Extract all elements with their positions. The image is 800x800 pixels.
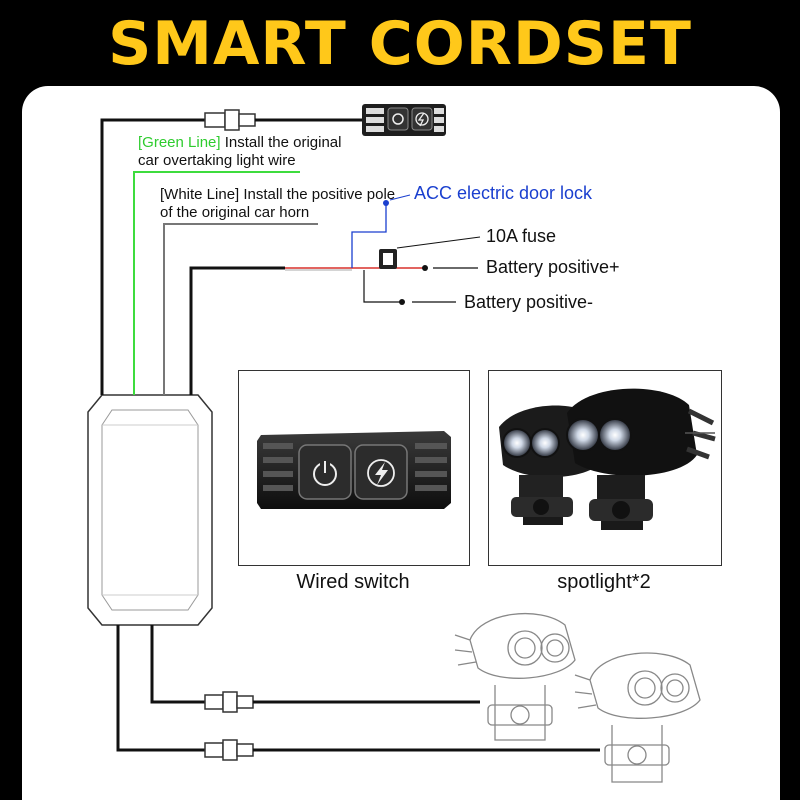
green-line-label: [Green Line] Install the original car ov… xyxy=(138,134,341,170)
power-wire xyxy=(189,266,285,395)
top-connector xyxy=(204,109,256,131)
green-wire xyxy=(133,171,300,395)
mini-switch xyxy=(362,104,446,136)
green-line-text-1: Install the original xyxy=(220,134,342,151)
spotlight-front xyxy=(566,388,716,530)
acc-wire xyxy=(351,203,387,268)
green-line-text-2: car overtaking light wire xyxy=(138,152,296,169)
spotlight-sketch-2 xyxy=(574,652,701,783)
control-box xyxy=(87,394,213,626)
switch-wire xyxy=(100,118,205,395)
wired-switch-box xyxy=(238,370,470,566)
spotlight-box xyxy=(488,370,722,566)
power-icon xyxy=(313,461,337,486)
fuse xyxy=(379,249,397,269)
connector-1 xyxy=(204,691,254,713)
white-line-text-2: of the original car horn xyxy=(160,204,310,221)
white-line-text-1: [White Line] Install the positive pole xyxy=(160,186,396,203)
page-title: SMART CORDSET xyxy=(108,9,692,79)
spotlight-caption: spotlight*2 xyxy=(557,571,651,593)
green-line-tag: [Green Line] xyxy=(138,134,221,151)
spotlight-wire-2 xyxy=(116,625,205,752)
white-wire xyxy=(163,223,318,395)
fuse-label: 10A fuse xyxy=(486,226,557,246)
white-line-label: [White Line] Install the positive pole o… xyxy=(160,186,395,222)
battery-positive-label: Battery positive+ xyxy=(486,257,620,277)
spotlight-wire-1 xyxy=(150,625,205,704)
battery-negative-label: Battery positive- xyxy=(464,292,594,312)
wired-switch-caption: Wired switch xyxy=(296,571,410,593)
negative-wire xyxy=(363,270,400,303)
spotlight-image xyxy=(499,388,716,530)
spotlight-sketch-1 xyxy=(454,612,576,741)
wired-switch-image xyxy=(257,431,451,509)
lightning-icon xyxy=(367,459,395,487)
connector-2 xyxy=(204,739,254,761)
acc-label: ACC electric door lock xyxy=(414,183,593,203)
